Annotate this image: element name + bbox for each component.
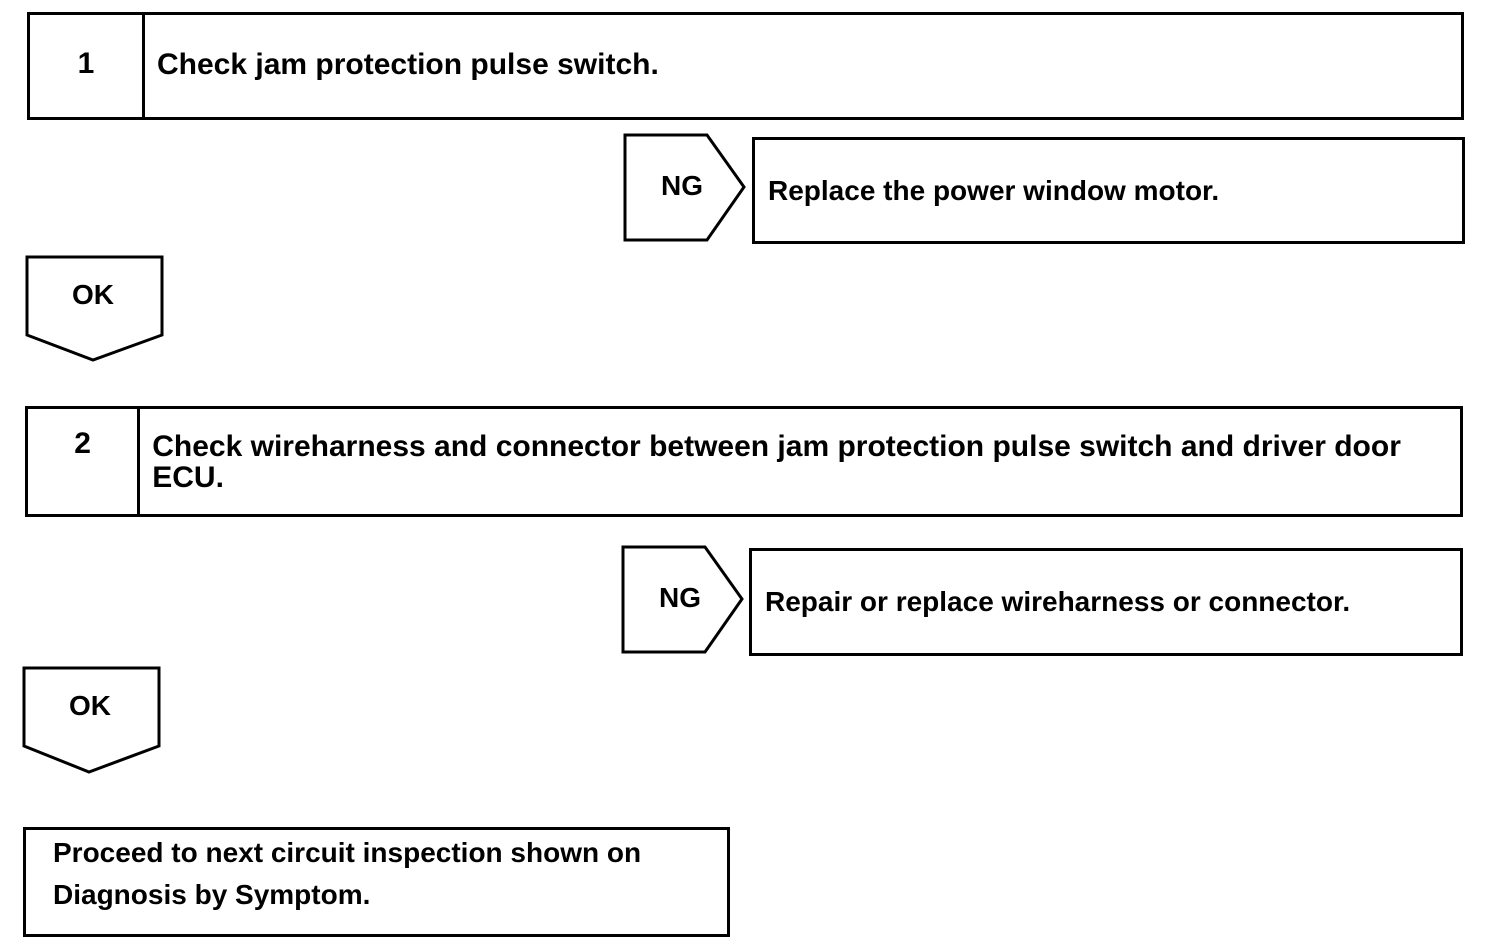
ok-arrow-1 — [25, 255, 164, 362]
step-1-text: Check jam protection pulse switch. — [157, 48, 659, 81]
step-1-box: 1 Check jam protection pulse switch. — [27, 12, 1464, 120]
ok-arrow-2 — [22, 666, 161, 774]
ng-label-1: NG — [661, 170, 703, 201]
ng-action-1-text: Replace the power window motor. — [768, 174, 1220, 206]
ng-arrow-1 — [623, 133, 746, 242]
ng-action-1-box: Replace the power window motor. — [752, 137, 1465, 244]
ng-action-2-box: Repair or replace wireharness or connect… — [749, 548, 1463, 656]
ok-label-1: OK — [72, 279, 114, 310]
final-box: Proceed to next circuit inspection shown… — [23, 827, 730, 937]
step-2-text: Check wireharness and connector between … — [152, 430, 1401, 494]
ng-label-2: NG — [659, 582, 701, 613]
step-2-box: 2 Check wireharness and connector betwee… — [25, 406, 1463, 517]
ng-arrow-2 — [621, 545, 744, 654]
step-1-number: 1 — [30, 15, 145, 117]
ok-label-2: OK — [69, 690, 111, 721]
ng-action-2-text: Repair or replace wireharness or connect… — [765, 586, 1351, 617]
final-text: Proceed to next circuit inspection shown… — [53, 837, 642, 910]
step-2-number: 2 — [28, 409, 141, 514]
